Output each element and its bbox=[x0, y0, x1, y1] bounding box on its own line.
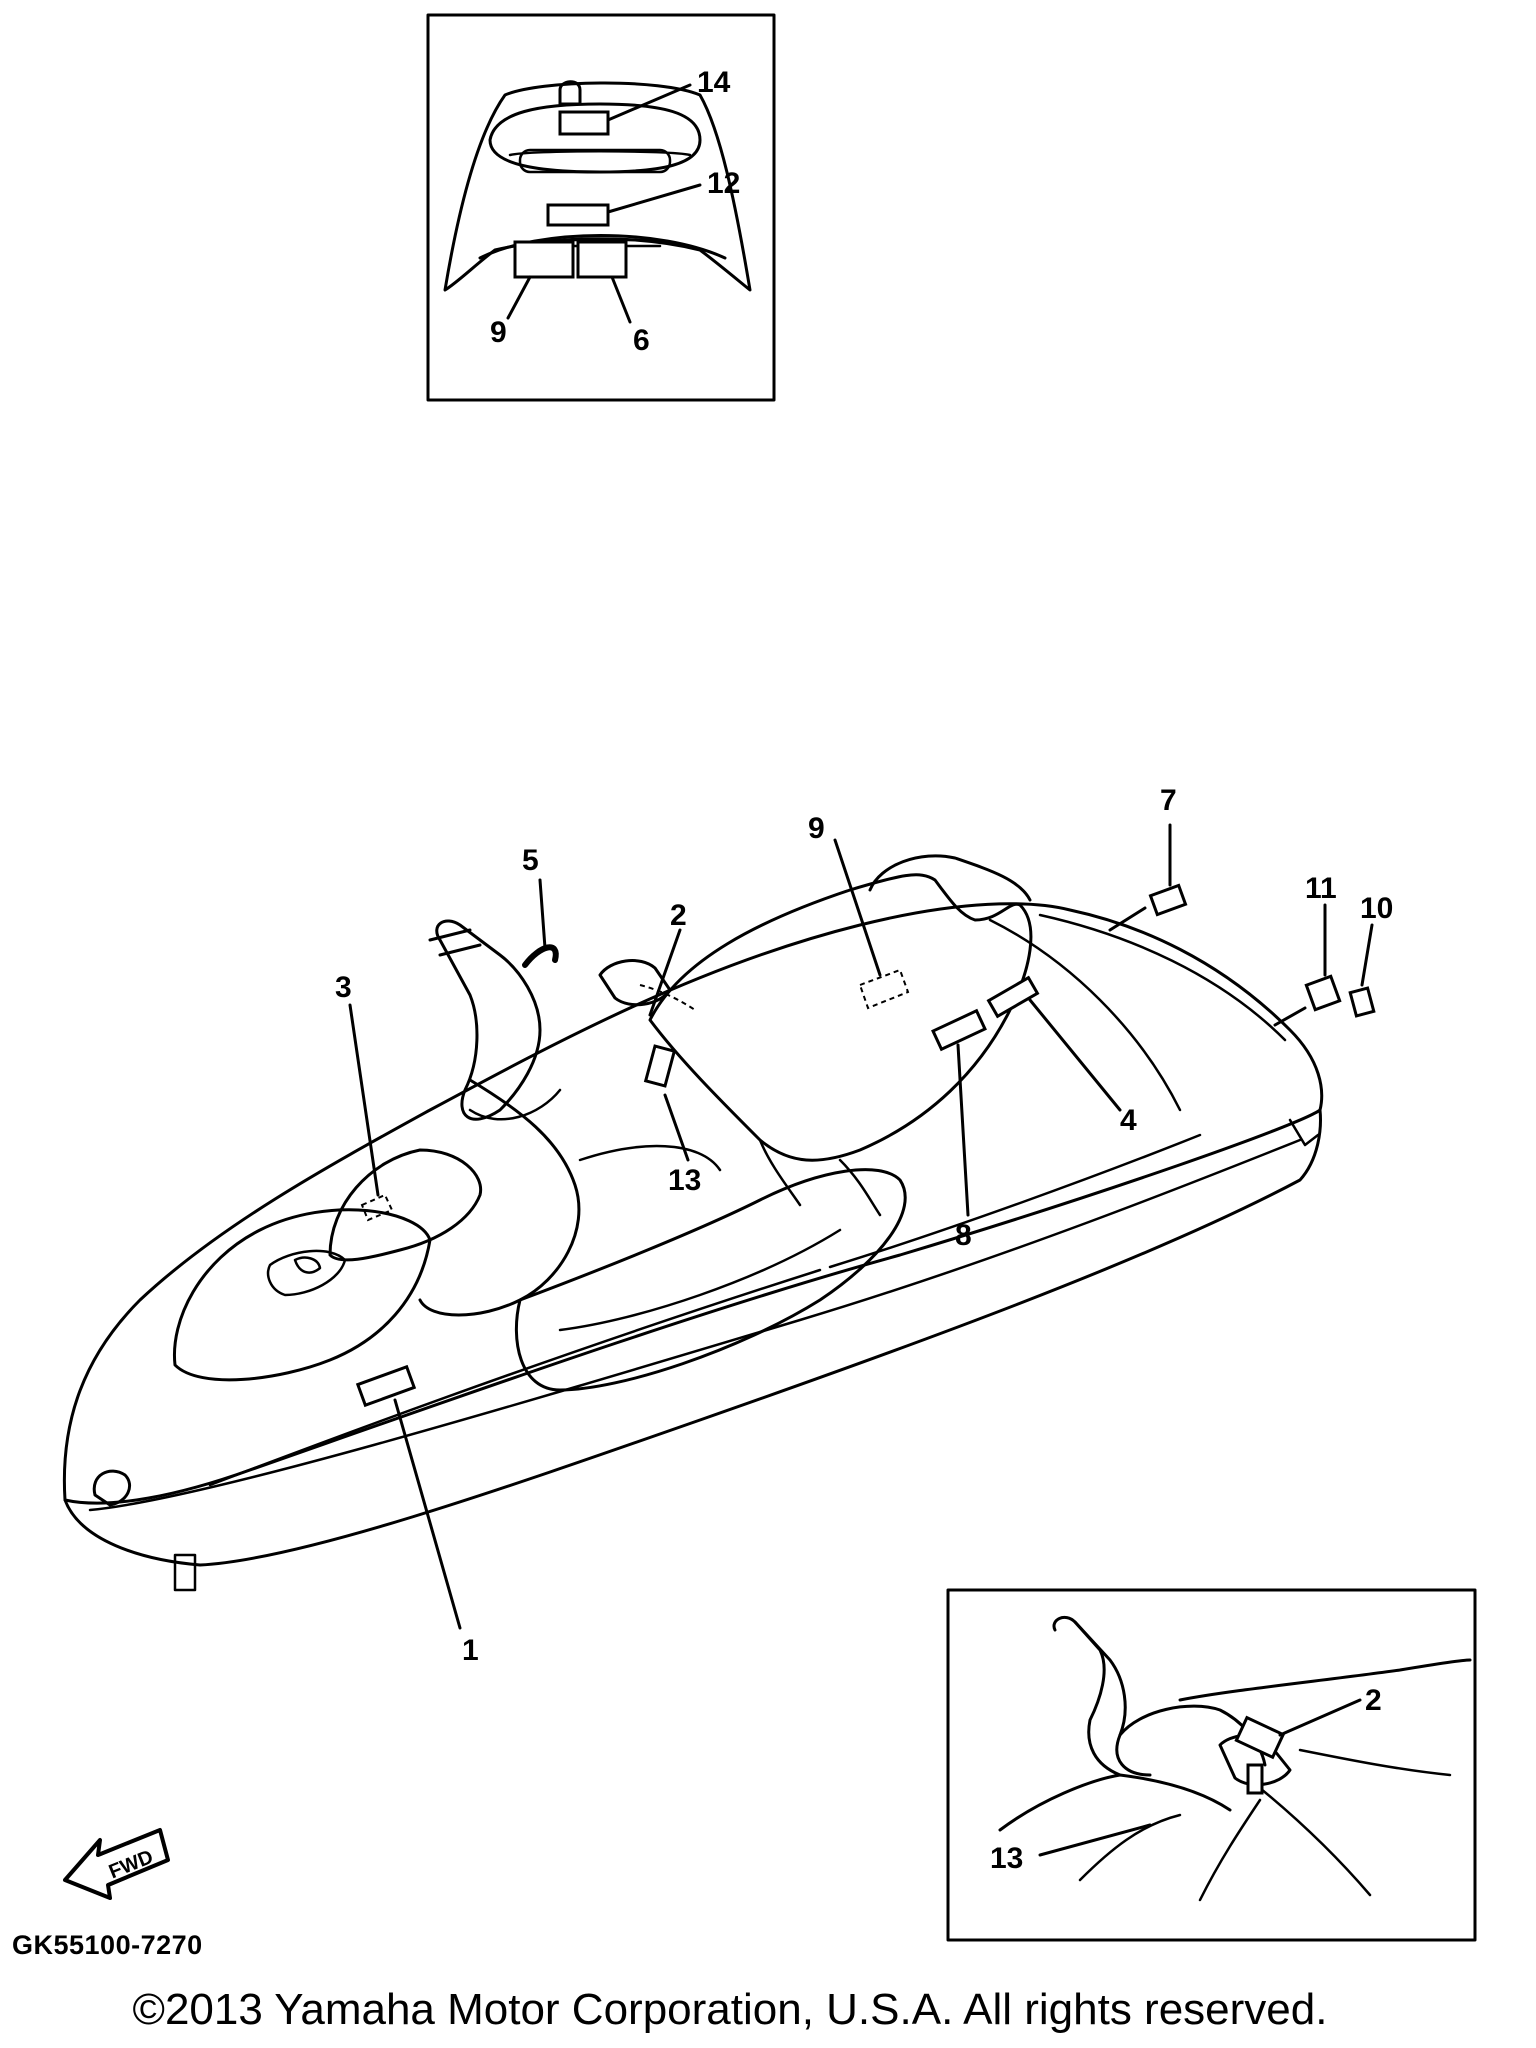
grab-handle-outline bbox=[488, 102, 702, 174]
decal-4 bbox=[986, 975, 1040, 1019]
decal-12 bbox=[546, 203, 610, 227]
leader-2 bbox=[648, 928, 682, 1017]
leader-8 bbox=[956, 1043, 970, 1217]
decal-2 bbox=[639, 984, 696, 1011]
callout-3: 3 bbox=[335, 971, 352, 1004]
hull-bottom bbox=[63, 1108, 1322, 1567]
hull-outline bbox=[62, 902, 1324, 1505]
part-code: GK55100-7270 bbox=[12, 1930, 203, 1960]
callout-11: 11 bbox=[1305, 872, 1337, 905]
watercraft-main-view: 9 3 5 2 13 1 8 4 7 bbox=[62, 784, 1393, 1667]
detail-grip bbox=[1218, 1734, 1292, 1787]
footwell bbox=[514, 1168, 907, 1392]
detail-callout-2: 2 bbox=[1365, 1684, 1382, 1717]
front-hood bbox=[172, 1208, 432, 1382]
leader-9-rear bbox=[506, 275, 532, 320]
callout-8: 8 bbox=[955, 1219, 972, 1252]
callout-13: 13 bbox=[668, 1164, 701, 1197]
copyright-notice: ©2013 Yamaha Motor Corporation, U.S.A. A… bbox=[132, 1985, 1328, 2034]
storage-hatch bbox=[328, 1148, 483, 1262]
decal-10 bbox=[1348, 986, 1376, 1018]
leader-3 bbox=[348, 1003, 380, 1197]
leader-9 bbox=[833, 838, 882, 977]
lanyard-5 bbox=[522, 944, 559, 968]
decal-7 bbox=[1148, 883, 1188, 917]
inset-handlebar-detail: 2 13 bbox=[946, 1588, 1477, 1942]
fwd-arrow: FWD bbox=[63, 1828, 170, 1900]
decal-9-rear bbox=[513, 240, 575, 279]
detail-steering bbox=[1052, 1616, 1152, 1777]
leader-13 bbox=[663, 1093, 690, 1162]
detail-leader-2 bbox=[1278, 1698, 1362, 1737]
detail-leader-13 bbox=[1038, 1823, 1152, 1857]
decal-3 bbox=[360, 1193, 394, 1222]
decal-14 bbox=[558, 110, 610, 136]
inset-frame-top bbox=[426, 13, 776, 402]
detail-decal-13 bbox=[1246, 1763, 1264, 1795]
detail-callout-13: 13 bbox=[990, 1842, 1023, 1875]
callout-7: 7 bbox=[1160, 784, 1177, 817]
leader-10 bbox=[1360, 923, 1374, 987]
console bbox=[418, 1078, 581, 1317]
callout-12: 12 bbox=[707, 167, 740, 200]
seat bbox=[648, 873, 1033, 1162]
decal-6 bbox=[576, 240, 628, 279]
leader-6 bbox=[610, 275, 632, 324]
leader-1 bbox=[393, 1398, 462, 1630]
leader-12 bbox=[606, 183, 702, 214]
callout-1: 1 bbox=[462, 1634, 479, 1667]
callout-4: 4 bbox=[1120, 1104, 1137, 1137]
inset-rear-view: 14 12 9 6 bbox=[426, 13, 776, 402]
decal-13 bbox=[643, 1044, 677, 1088]
leader-5 bbox=[538, 878, 547, 950]
seat-back bbox=[868, 854, 1032, 902]
grab-handle-slot bbox=[518, 148, 672, 174]
leader-4 bbox=[1028, 998, 1122, 1112]
decal-1 bbox=[355, 1364, 417, 1408]
leader-14 bbox=[606, 83, 692, 122]
decal-9-seat bbox=[858, 968, 910, 1010]
inset-frame-bottom bbox=[946, 1588, 1477, 1942]
callout-14: 14 bbox=[697, 66, 731, 99]
top-knob bbox=[558, 80, 582, 106]
callout-6: 6 bbox=[633, 324, 650, 357]
fwd-label: FWD bbox=[106, 1846, 156, 1883]
bow-bumper bbox=[92, 1469, 131, 1507]
callout-5: 5 bbox=[522, 844, 539, 877]
handlebar-grip bbox=[598, 959, 672, 1007]
decal-8 bbox=[931, 1008, 987, 1052]
bow-eye bbox=[173, 1553, 197, 1592]
callout-2: 2 bbox=[670, 899, 687, 932]
hood-vent bbox=[266, 1249, 347, 1297]
detail-decal-2 bbox=[1234, 1715, 1286, 1760]
callout-9-rear: 9 bbox=[490, 316, 507, 349]
callout-9: 9 bbox=[808, 812, 825, 845]
callout-10: 10 bbox=[1360, 892, 1393, 925]
decal-11 bbox=[1304, 974, 1342, 1012]
